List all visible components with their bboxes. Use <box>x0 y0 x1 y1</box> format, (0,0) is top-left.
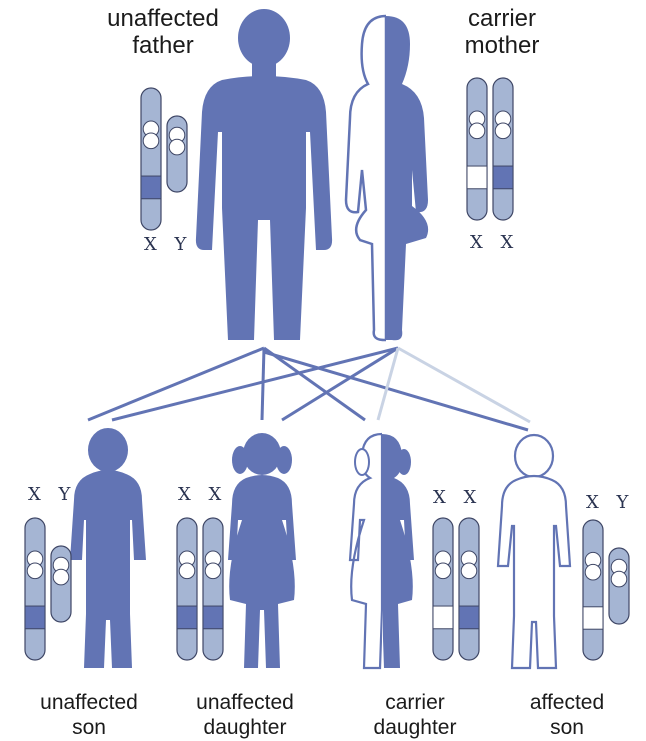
line-father-daughter <box>262 348 264 420</box>
x-chromosome <box>141 88 161 230</box>
x-chromosome <box>467 78 487 220</box>
unaffected-son-chromosomes <box>25 518 71 660</box>
affected-son-silhouette <box>498 435 570 668</box>
x-chromosome <box>493 78 513 220</box>
line-father-son <box>88 348 264 420</box>
unaffected-son-label-line1: unaffected <box>4 690 174 715</box>
x-chromosome <box>25 518 45 660</box>
carrier-daughter-label-line1: carrier <box>330 690 500 715</box>
mother-label: carrier mother <box>417 6 587 60</box>
father-chromosome-label: X Y <box>144 234 192 255</box>
x-chromosome <box>177 518 197 660</box>
affected-son-label: affected son <box>482 690 646 740</box>
unaffected-son-silhouette <box>70 428 146 668</box>
x-chromosome <box>583 520 603 660</box>
father-label-line2: father <box>78 33 248 60</box>
unaffected-son-label: unaffected son <box>4 690 174 740</box>
carrier-daughter-chromosomes <box>433 518 479 660</box>
unaffected-daughter-silhouette <box>228 433 296 668</box>
unaffected-daughter-chromosome-label: X X <box>178 484 227 505</box>
mother-silhouette <box>346 16 428 340</box>
unaffected-son-chromosome-label: X Y <box>28 484 76 505</box>
mother-chromosome-label: X X <box>470 232 519 253</box>
line-mother-son <box>112 348 398 420</box>
unaffected-daughter-label: unaffected daughter <box>160 690 330 740</box>
affected-son-chromosomes <box>583 520 629 660</box>
affected-son-chromosome-label: X Y <box>586 492 634 513</box>
carrier-daughter-label-line2: daughter <box>330 715 500 740</box>
unaffected-daughter-label-line1: unaffected <box>160 690 330 715</box>
unaffected-son-label-line2: son <box>4 715 174 740</box>
unaffected-daughter-label-line2: daughter <box>160 715 330 740</box>
y-chromosome <box>609 548 629 624</box>
carrier-daughter-silhouette <box>350 434 414 668</box>
inheritance-lines <box>88 348 530 430</box>
line-father-affected-son <box>264 352 528 430</box>
father-label-line1: unaffected <box>78 6 248 33</box>
carrier-daughter-label: carrier daughter <box>330 690 500 740</box>
mother-label-line1: carrier <box>417 6 587 33</box>
father-label: unaffected father <box>78 6 248 60</box>
affected-son-label-line2: son <box>482 715 646 740</box>
x-chromosome <box>459 518 479 660</box>
unaffected-daughter-chromosomes <box>177 518 223 660</box>
carrier-daughter-chromosome-label: X X <box>433 487 482 508</box>
x-chromosome <box>433 518 453 660</box>
y-chromosome <box>51 546 71 622</box>
mother-chromosomes <box>467 78 513 220</box>
x-chromosome <box>203 518 223 660</box>
affected-son-label-line1: affected <box>482 690 646 715</box>
y-chromosome <box>167 116 187 192</box>
mother-label-line2: mother <box>417 33 587 60</box>
father-chromosomes <box>141 88 187 230</box>
